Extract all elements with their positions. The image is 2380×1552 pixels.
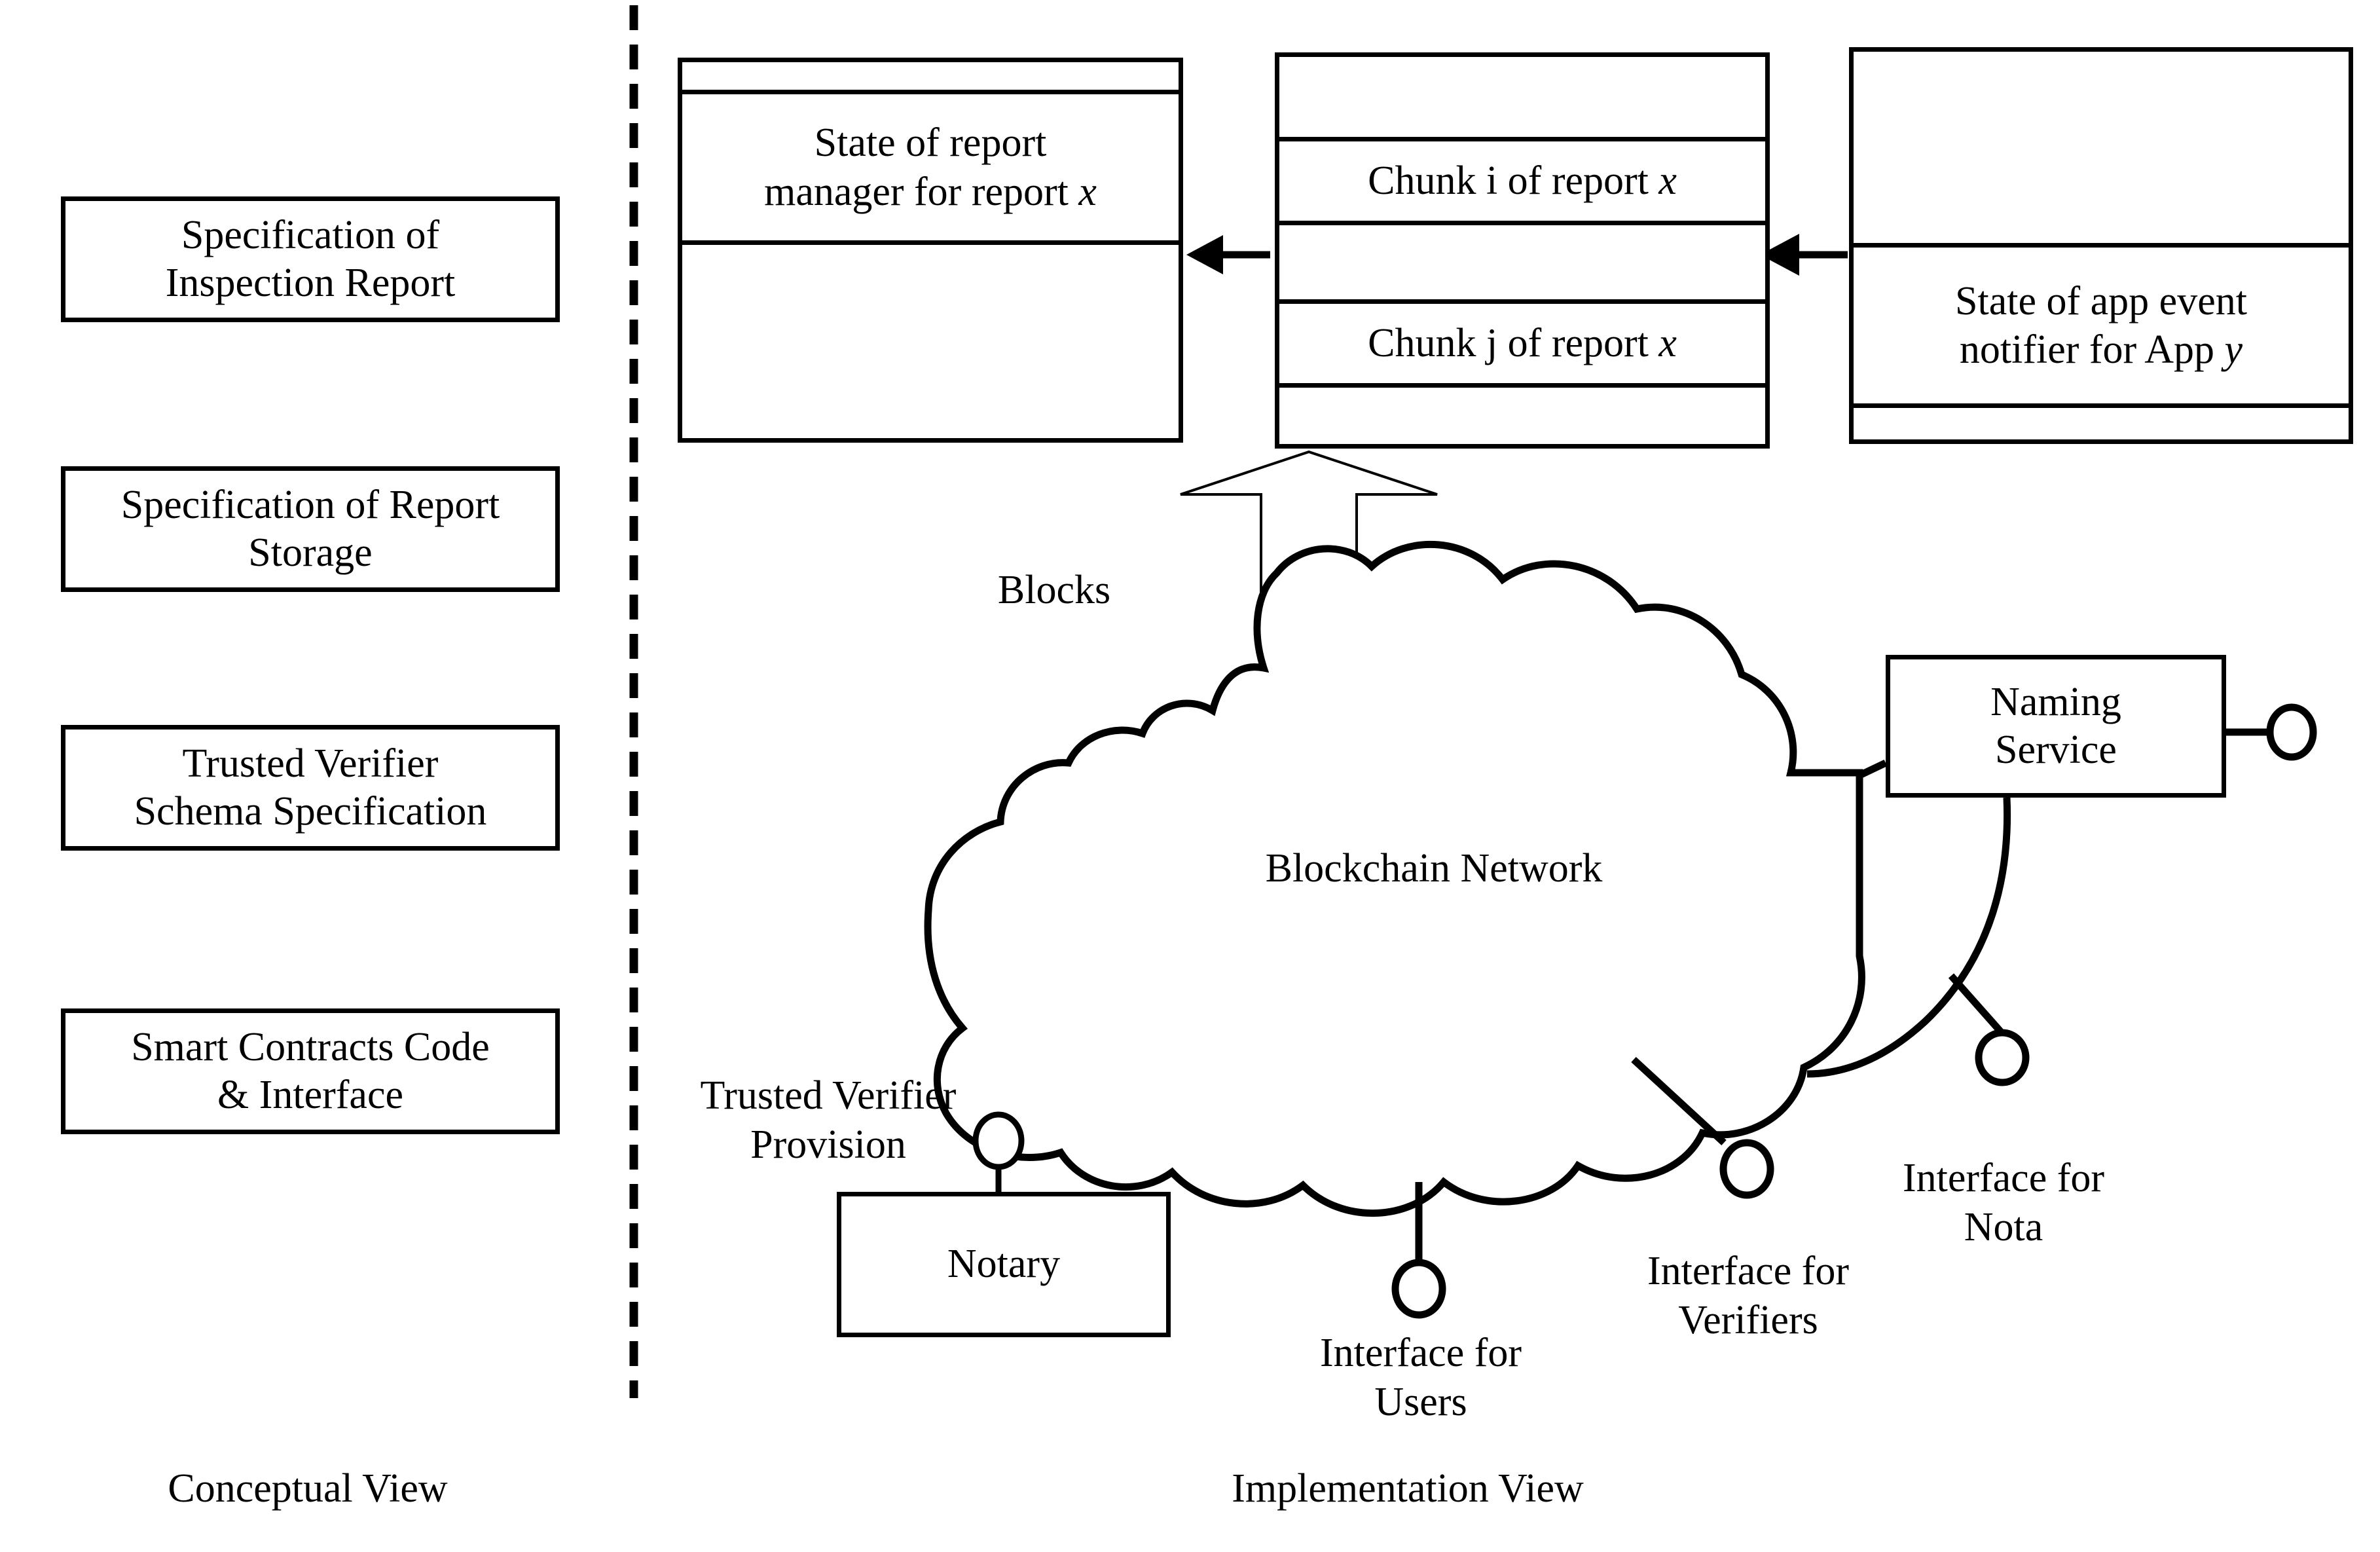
report-chunks-block[interactable]: Chunk i of report x Chunk j of report x: [1275, 52, 1770, 449]
interface-for-verifiers-lollipop: [1631, 1056, 1774, 1199]
spec-box-smart-contracts[interactable]: Smart Contracts Code & Interface: [61, 1008, 560, 1134]
chunk-j-text: Chunk j of report: [1368, 321, 1659, 366]
spec-box-inspection-report[interactable]: Specification of Inspection Report: [61, 196, 560, 322]
report-manager-cell-text: State of report manager for report x: [682, 90, 1179, 240]
chunk-cell-i: Chunk i of report x: [1279, 137, 1765, 221]
notifier-text: State of app event notifier for App: [1955, 278, 2247, 372]
chunk-i-text-var: x: [1658, 158, 1677, 204]
naming-service-bottom-stem: [1806, 797, 2011, 1078]
notifier-text-var: y: [2224, 327, 2243, 372]
interface-for-nota-label: Interface for Nota: [1902, 1156, 2105, 1249]
chunk-j-text-var: x: [1658, 321, 1677, 366]
interface-for-verifiers-label: Interface for Verifiers: [1647, 1249, 1850, 1342]
naming-service-label: Naming Service: [1990, 679, 2121, 772]
report-manager-cell-top: [682, 62, 1179, 90]
notifier-cell-top: [1854, 52, 2349, 243]
interface-for-nota-lollipop: [1948, 973, 2030, 1086]
spec-box-smart-contracts-label: Smart Contracts Code & Interface: [131, 1024, 490, 1117]
naming-service-box[interactable]: Naming Service: [1886, 655, 2226, 798]
report-manager-cell-bottom: [682, 240, 1179, 438]
naming-service-connector: [1856, 760, 1888, 779]
report-manager-text-var: x: [1078, 169, 1097, 214]
chunk-cell-1: [1279, 57, 1765, 137]
blockchain-network-label: Blockchain Network: [1265, 846, 1603, 891]
chunk-cell-3: [1279, 221, 1765, 299]
blocks-up-arrow-shape: [1180, 450, 1438, 656]
arrow-chunks-to-manager: [1186, 235, 1270, 274]
notary-label: Notary: [947, 1242, 1061, 1287]
spec-box-trusted-verifier-schema-label: Trusted Verifier Schema Specification: [134, 741, 487, 834]
implementation-view-caption: Implementation View: [1232, 1466, 1584, 1511]
report-manager-block[interactable]: State of report manager for report x: [678, 58, 1183, 443]
notary-box[interactable]: Notary: [837, 1192, 1171, 1337]
notifier-cell-bottom: [1854, 403, 2349, 439]
blocks-arrow-label: Blocks: [997, 568, 1111, 613]
arrow-notifier-to-chunks: [1760, 234, 1848, 276]
report-manager-text: State of report manager for report: [764, 120, 1069, 214]
interface-for-users-label: Interface for Users: [1319, 1331, 1522, 1424]
chunk-cell-5: [1279, 383, 1765, 444]
spec-box-inspection-report-label: Specification of Inspection Report: [165, 212, 456, 305]
notifier-cell-text: State of app event notifier for App y: [1854, 243, 2349, 403]
trusted-verifier-provision-label: Trusted Verifier Provision: [700, 1073, 957, 1167]
conceptual-view-caption: Conceptual View: [168, 1466, 448, 1511]
chunk-cell-j: Chunk j of report x: [1279, 299, 1765, 383]
chunk-i-text: Chunk i of report: [1368, 158, 1659, 204]
app-event-notifier-block[interactable]: State of app event notifier for App y: [1849, 47, 2353, 444]
naming-service-lollipop: [2226, 703, 2317, 761]
spec-box-report-storage[interactable]: Specification of Report Storage: [61, 466, 560, 592]
spec-box-trusted-verifier-schema[interactable]: Trusted Verifier Schema Specification: [61, 725, 560, 851]
spec-box-report-storage-label: Specification of Report Storage: [120, 482, 500, 575]
